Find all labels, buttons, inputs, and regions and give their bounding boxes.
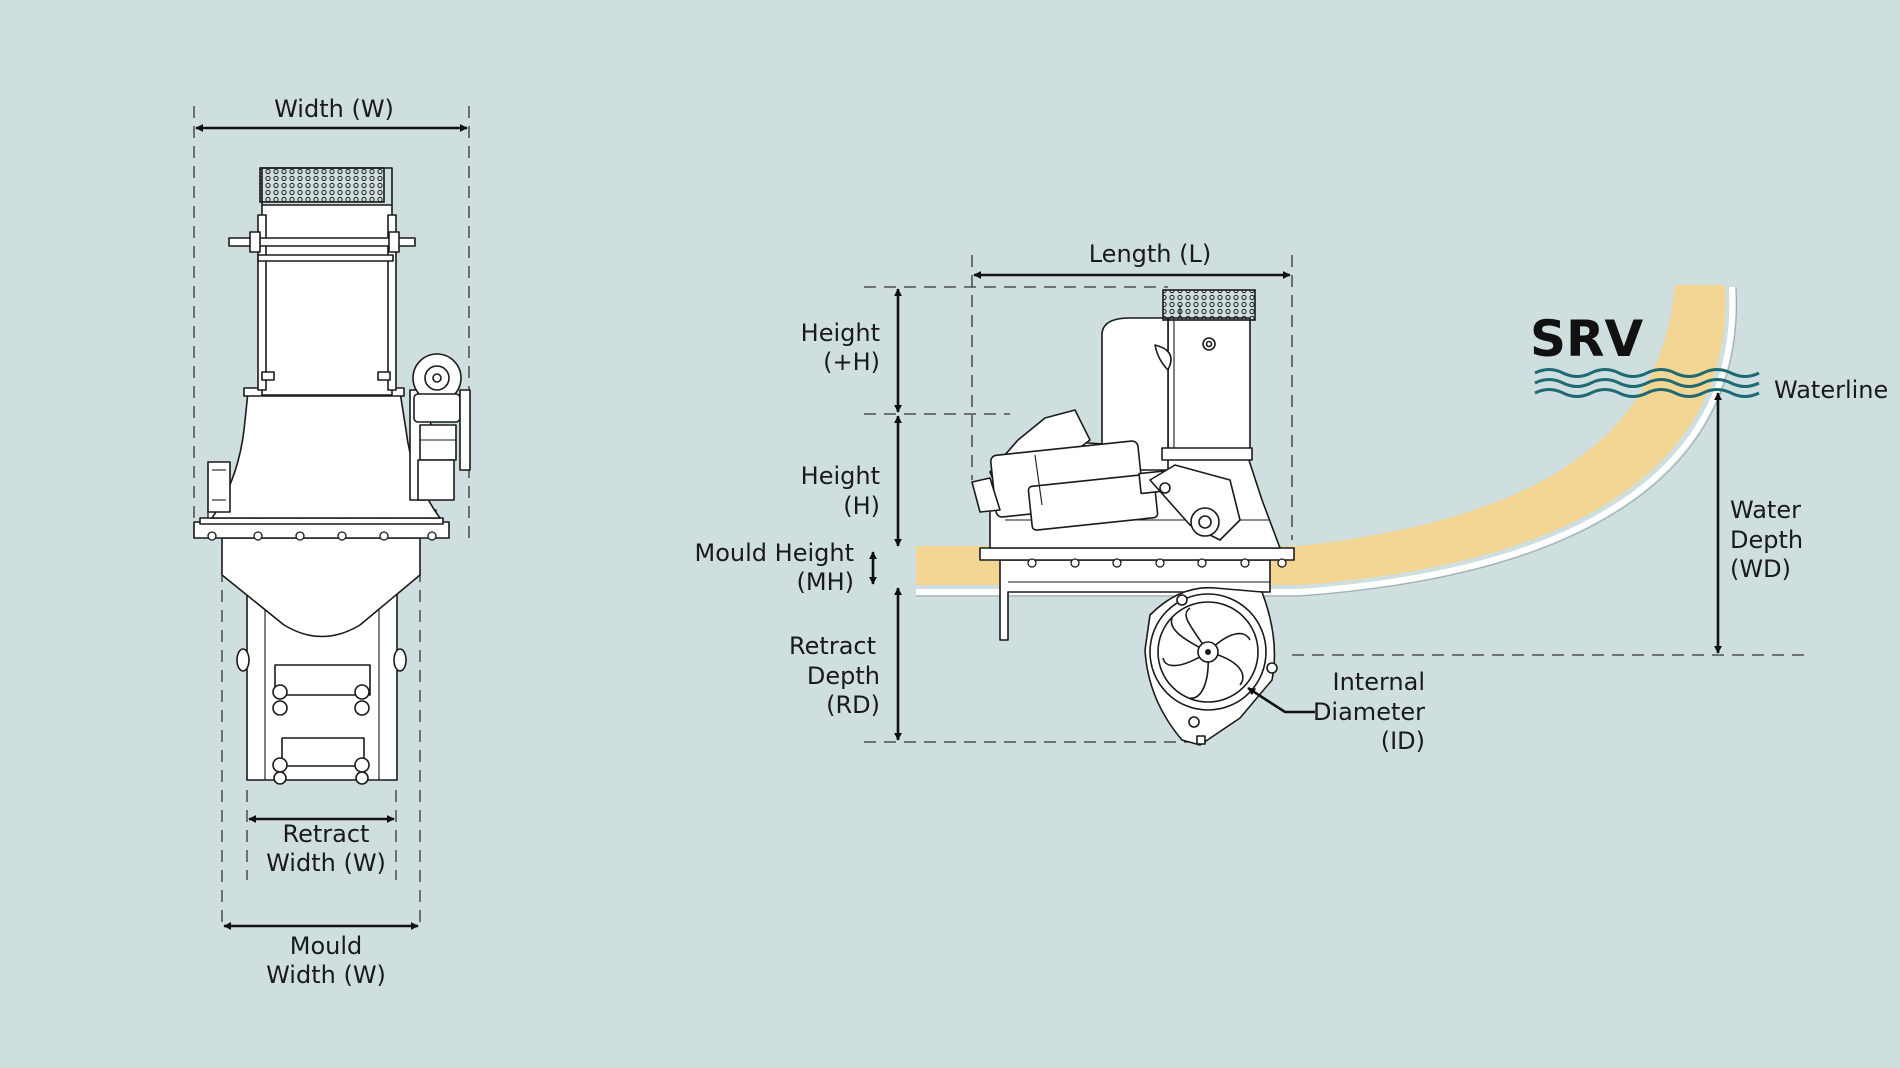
- internal-diameter-leader: [1247, 686, 1315, 714]
- front-view: Width (W) Retract Width (W) Mould Width …: [193, 95, 471, 989]
- bell-housing-front: [211, 391, 441, 519]
- mould-height-label-line2: (MH): [797, 568, 854, 596]
- propeller-housing: [1144, 586, 1278, 746]
- mould-trunk-front: [221, 537, 421, 638]
- waterline-waves-icon: [1534, 368, 1760, 398]
- water-depth-label-line2: Depth: [1730, 526, 1803, 554]
- width-label: Width (W): [274, 95, 394, 123]
- water-depth-label-line3: (WD): [1730, 555, 1791, 583]
- water-depth-label-line1: Water: [1730, 496, 1801, 524]
- mounting-flange-side: [979, 547, 1295, 568]
- hull-section: [916, 285, 1737, 597]
- internal-diameter-label-line1: Internal: [1333, 668, 1426, 696]
- length-label: Length (L): [1089, 240, 1212, 268]
- height-label-line1: Height: [801, 462, 880, 490]
- retract-width-label-line2: Width (W): [266, 849, 386, 877]
- side-view: Length (L) Height (+H) Height (H) Mould …: [695, 240, 1810, 755]
- retract-depth-label-line1: Retract: [789, 632, 876, 660]
- motor-column-side: [1101, 305, 1253, 471]
- height-label-line2: (H): [843, 492, 880, 520]
- height-plus-label-line1: Height: [801, 319, 880, 347]
- retract-depth-label-line3: (RD): [826, 691, 880, 719]
- retract-depth-label-line2: Depth: [807, 662, 880, 690]
- linear-actuator-side: [971, 409, 1241, 541]
- waterline-label: Waterline: [1774, 376, 1888, 404]
- motor-cap-grille-side: [1162, 289, 1256, 321]
- retract-width-label-line1: Retract: [283, 820, 370, 848]
- internal-diameter-label-line3: (ID): [1381, 727, 1425, 755]
- actuator-front: [409, 353, 471, 501]
- motor-column-front: [228, 167, 416, 396]
- srv-logo: SRV: [1530, 310, 1644, 368]
- internal-diameter-label-line2: Diameter: [1313, 698, 1425, 726]
- mould-width-label-line2: Width (W): [266, 961, 386, 989]
- mould-width-label-line1: Mould: [290, 932, 363, 960]
- brand-and-waterline: SRV Waterline: [1530, 310, 1888, 404]
- height-plus-label-line2: (+H): [823, 348, 880, 376]
- motor-cap-grille: [259, 167, 385, 203]
- mould-height-label-line1: Mould Height: [695, 539, 854, 567]
